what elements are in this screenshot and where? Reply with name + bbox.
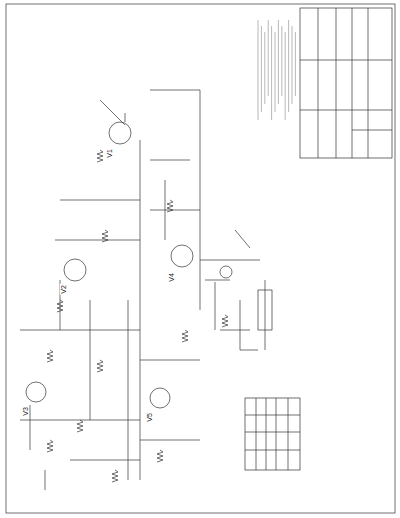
tube-label: V1	[106, 148, 113, 159]
wire	[20, 90, 260, 490]
tube-label: V5	[146, 412, 153, 423]
resistor-symbol	[47, 150, 228, 482]
tube-label: V4	[168, 272, 175, 283]
tube-label: V2	[60, 284, 67, 295]
tube-symbol	[26, 122, 193, 408]
transformer-symbol	[220, 266, 272, 350]
title-block	[300, 8, 392, 158]
notes-text	[258, 20, 295, 120]
parts-table	[245, 398, 300, 470]
tube-label: V3	[22, 406, 29, 417]
sheet-border	[6, 4, 395, 513]
